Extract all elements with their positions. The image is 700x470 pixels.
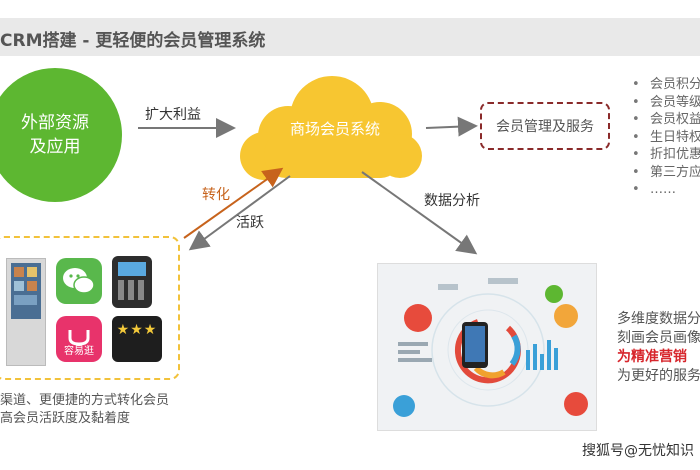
feature-item: 会员权益	[632, 111, 700, 129]
circle-line-2: 及应用	[29, 137, 81, 157]
convert-arrow	[183, 167, 284, 239]
feature-item: 生日特权	[632, 129, 700, 147]
member-service-box: 会员管理及服务	[480, 102, 610, 150]
title-bar	[0, 18, 700, 56]
insight-line-4: 为更好的服务	[617, 368, 700, 384]
feature-item: 会员积分	[632, 76, 700, 94]
feature-item: 第三方应	[632, 164, 700, 182]
insight-line-2: 刻画会员画像	[617, 330, 700, 346]
cloud-label: 商场会员系统	[289, 120, 380, 138]
external-resources-circle: 外部资源 及应用	[0, 68, 122, 202]
feature-item: 会员等级	[632, 94, 700, 112]
watermark: 搜狐号@无忧知识	[582, 443, 694, 459]
wechat-icon	[56, 258, 102, 304]
circle-line-1: 外部资源	[21, 113, 89, 133]
channel-description: 渠道、更便捷的方式转化会员 高会员活跃度及黏着度	[0, 392, 169, 428]
channel-line-1: 渠道、更便捷的方式转化会员	[0, 393, 170, 408]
expand-label: 扩大利益	[145, 107, 201, 123]
kiosk-icon	[6, 258, 46, 366]
service-arrow	[425, 116, 478, 137]
feature-list: 会员积分 会员等级 会员权益 生日特权 折扣优惠 第三方应 ……	[632, 76, 700, 199]
insight-line-3: 为精准营销	[617, 349, 687, 365]
feature-item: ……	[632, 181, 700, 199]
pos-terminal-icon	[112, 256, 152, 308]
convert-label: 转化	[202, 187, 230, 203]
yixun-label: 容易逛	[64, 346, 94, 357]
active-label: 活跃	[236, 215, 264, 231]
channels-box	[0, 236, 180, 380]
insight-line-1: 多维度数据分	[617, 311, 700, 327]
channel-line-2: 高会员活跃度及黏着度	[0, 411, 131, 426]
data-analysis-illustration	[377, 263, 597, 431]
analysis-label: 数据分析	[424, 193, 480, 209]
stars-glyphs: ★★★	[116, 322, 158, 338]
page-title: CRM搭建 - 更轻便的会员管理系统	[0, 31, 266, 51]
active-arrow	[188, 175, 291, 251]
insight-text: 多维度数据分 刻画会员画像 为精准营销 为更好的服务	[617, 310, 700, 386]
analysis-arrow	[361, 171, 478, 255]
feature-item: 折扣优惠	[632, 146, 700, 164]
yixun-app-icon	[56, 316, 102, 362]
stars-icon	[112, 316, 162, 362]
